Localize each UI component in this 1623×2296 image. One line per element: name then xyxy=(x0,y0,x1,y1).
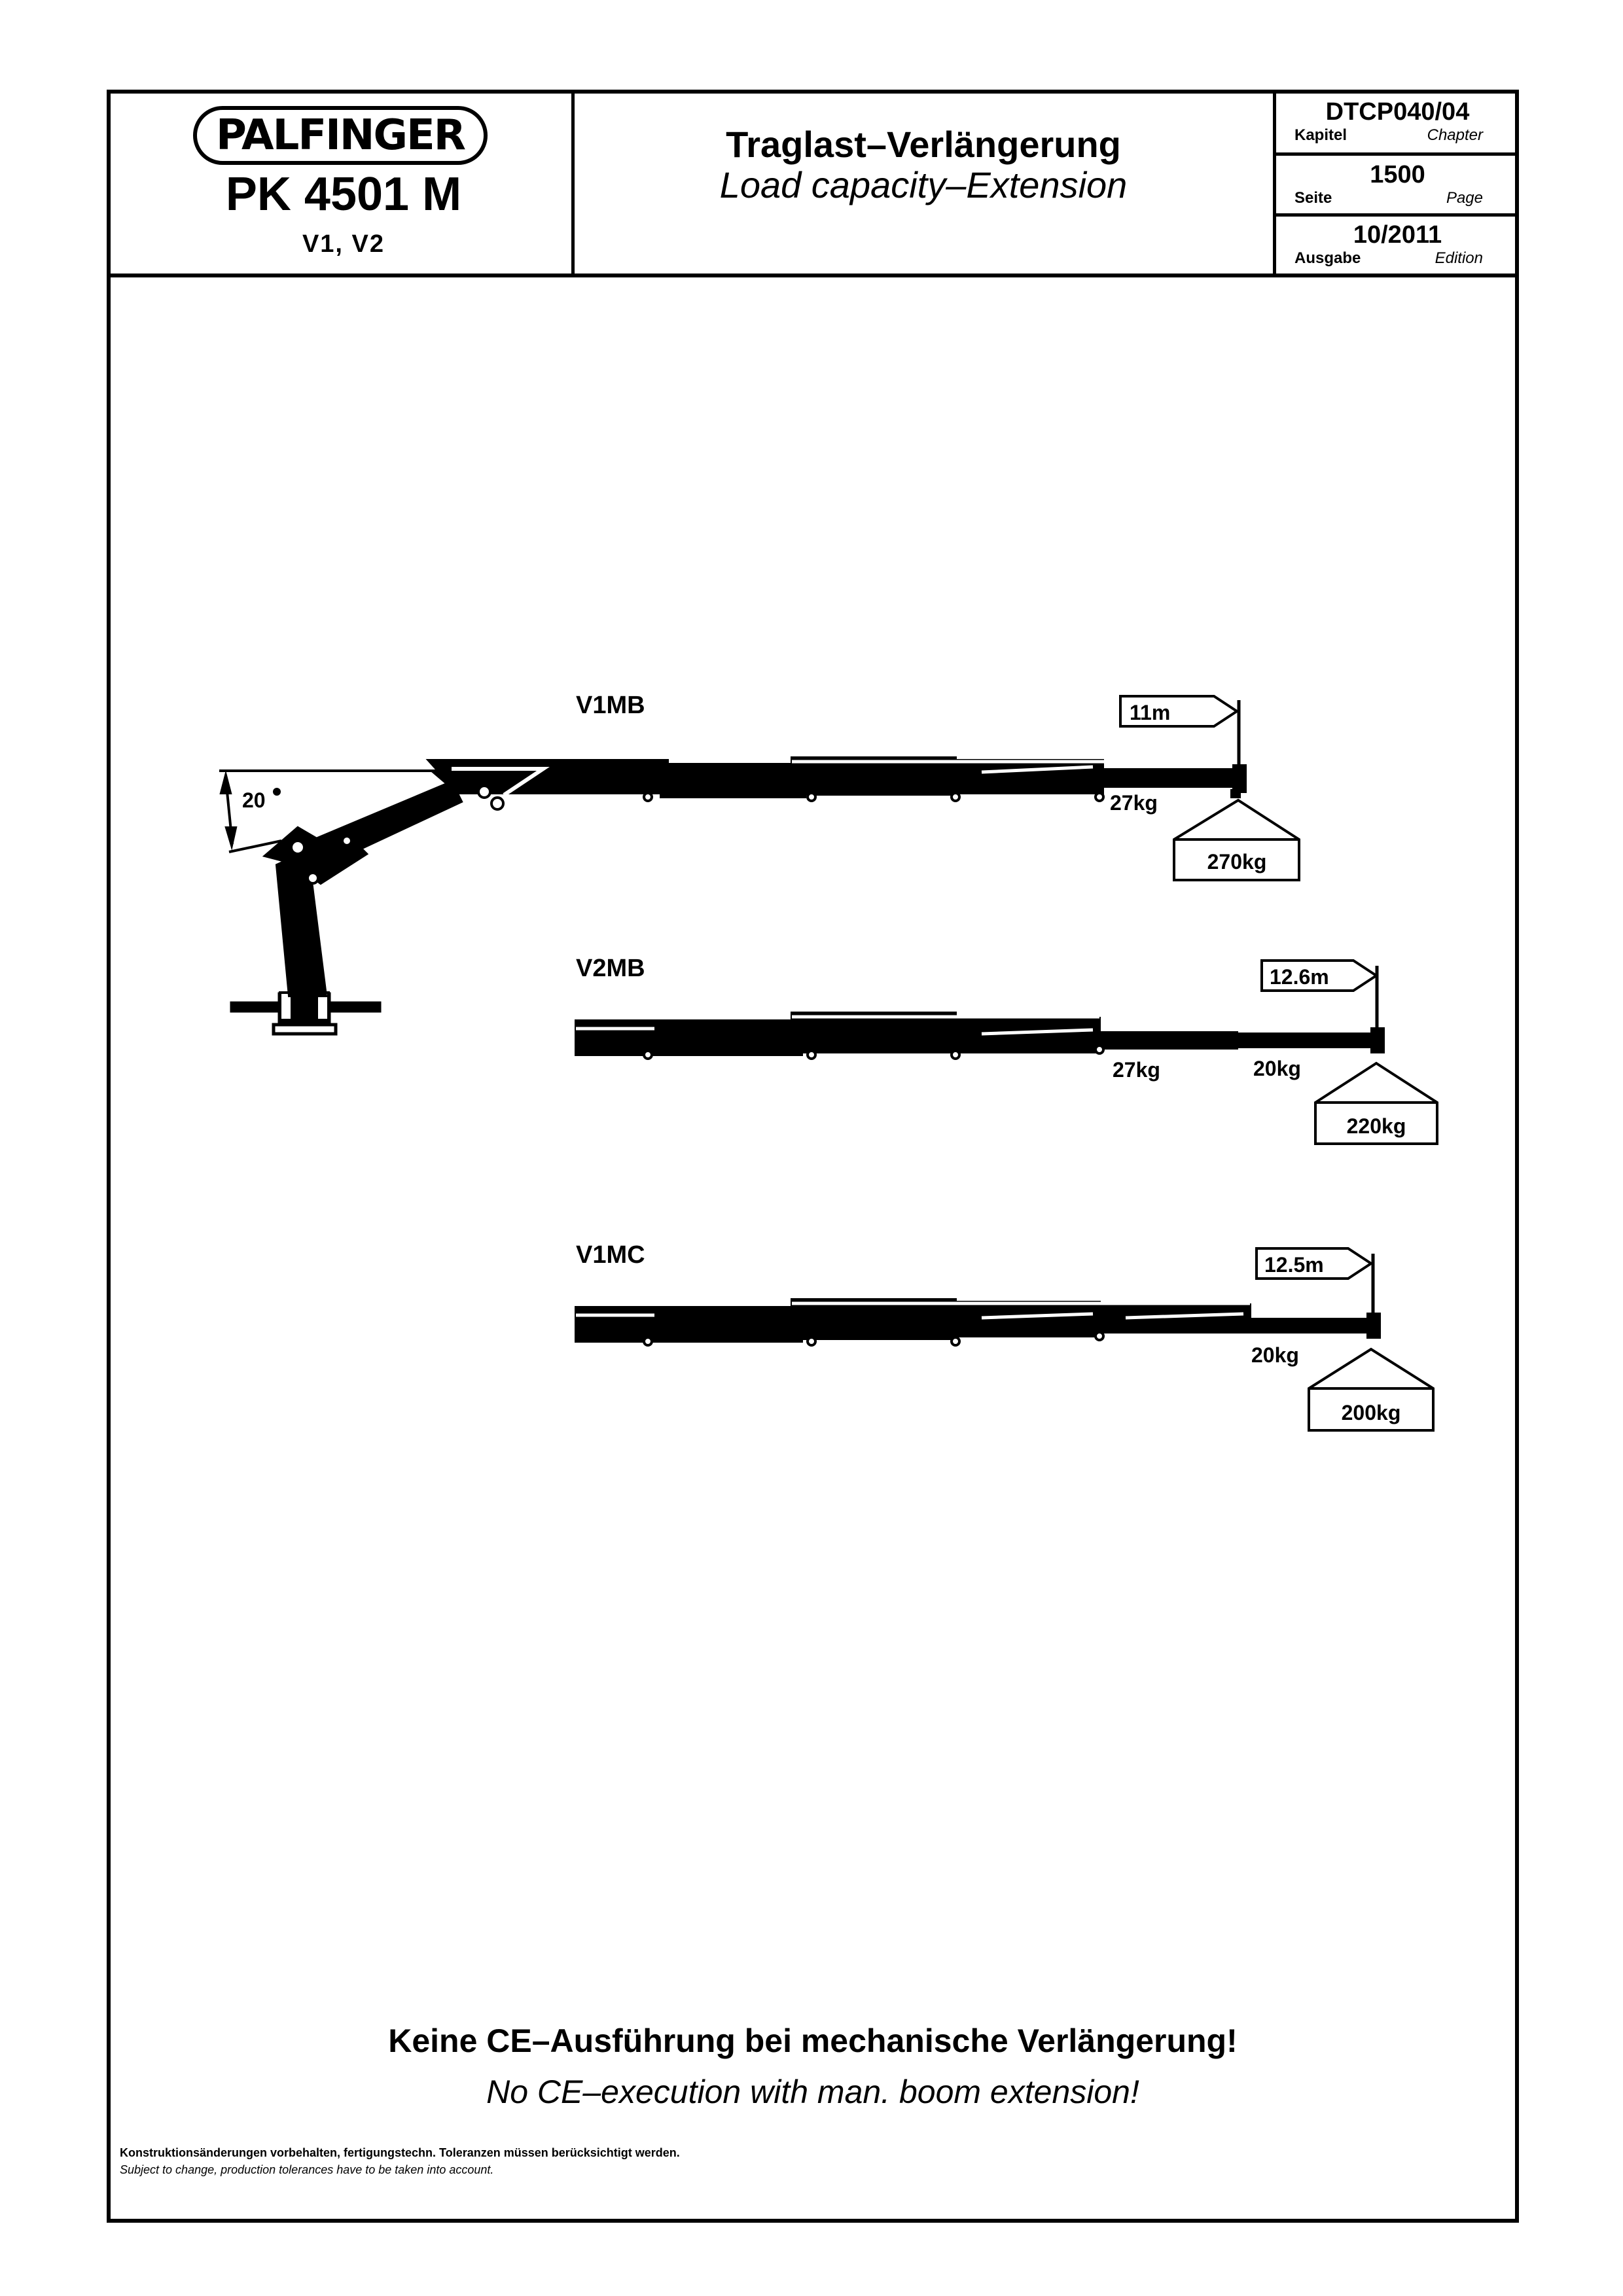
load-label-v1mc: 200kg xyxy=(1342,1401,1401,1424)
weight-label-v2mb-1: 20kg xyxy=(1253,1057,1301,1080)
load-box-v1mc xyxy=(1308,1347,1435,1432)
header-divider-chapter xyxy=(1273,152,1519,156)
weight-label-v1mc-0: 20kg xyxy=(1251,1343,1299,1367)
angle-indicator xyxy=(219,769,432,853)
page-label-de: Seite xyxy=(1294,189,1332,207)
weight-label-v1mb-0: 27kg xyxy=(1110,791,1158,815)
load-box-v2mb xyxy=(1314,1061,1438,1145)
edition-label-en: Edition xyxy=(1435,249,1483,267)
chapter-label-de: Kapitel xyxy=(1294,126,1347,144)
load-label-v1mb: 270kg xyxy=(1207,850,1267,874)
disclaimer-german: Konstruktionsänderungen vorbehalten, fer… xyxy=(120,2146,680,2159)
page-label-en: Page xyxy=(1446,189,1483,207)
config-name-v1mb: V1MB xyxy=(576,692,645,719)
chapter-label-en: Chapter xyxy=(1427,126,1483,144)
boom-v2mb xyxy=(575,966,1385,1060)
config-name-v2mb: V2MB xyxy=(576,955,645,982)
palfinger-logo: PALFINGER xyxy=(193,106,488,165)
config-name-v1mc: V1MC xyxy=(576,1241,645,1269)
reach-flag-v1mc xyxy=(1255,1247,1374,1280)
boom-v1mc xyxy=(575,1254,1381,1347)
reach-label-v1mc: 12.5m xyxy=(1264,1253,1324,1277)
header-divider-right xyxy=(1273,90,1276,275)
page-frame xyxy=(107,90,1519,2223)
header-divider xyxy=(107,274,1519,277)
crane-column xyxy=(262,780,463,997)
page-value: 1500 xyxy=(1370,161,1425,188)
edition-cell: 10/2011 Ausgabe Edition xyxy=(1276,221,1519,268)
angle-label: 20 xyxy=(242,788,266,812)
reach-label-v2mb: 12.6m xyxy=(1270,965,1329,989)
chapter-value: DTCP040/04 xyxy=(1325,98,1470,126)
title-german: Traglast–Verlängerung xyxy=(726,124,1121,165)
title-english: Load capacity–Extension xyxy=(719,164,1128,205)
reach-flag-v2mb xyxy=(1260,959,1379,992)
reach-flag-v1mb xyxy=(1119,695,1240,728)
disclaimer-english: Subject to change, production tolerances… xyxy=(120,2163,494,2176)
load-label-v2mb: 220kg xyxy=(1347,1114,1406,1138)
page-cell: 1500 Seite Page xyxy=(1276,161,1519,207)
edition-value: 10/2011 xyxy=(1353,221,1442,249)
model-variants: V1, V2 xyxy=(302,230,385,258)
model-name: PK 4501 M xyxy=(225,168,462,221)
edition-label-de: Ausgabe xyxy=(1294,249,1361,267)
crane-base xyxy=(230,991,382,1036)
header-divider-page xyxy=(1273,213,1519,217)
reach-label-v1mb: 11m xyxy=(1130,701,1170,724)
warning-german: Keine CE–Ausführung bei mechanische Verl… xyxy=(388,2022,1238,2059)
header-divider-left xyxy=(571,90,575,275)
boom-v1mb xyxy=(425,700,1247,811)
warning-english: No CE–execution with man. boom extension… xyxy=(486,2074,1139,2110)
weight-label-v2mb-0: 27kg xyxy=(1113,1058,1160,1082)
load-box-v1mb xyxy=(1173,798,1300,881)
chapter-cell: DTCP040/04 Kapitel Chapter xyxy=(1276,98,1519,145)
